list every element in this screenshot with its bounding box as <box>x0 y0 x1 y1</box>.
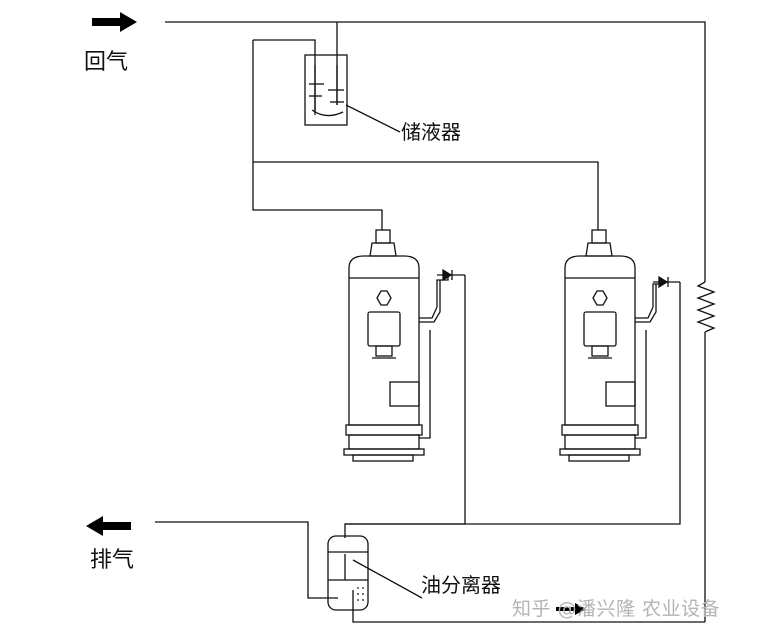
discharge-piping <box>155 275 705 623</box>
return-gas-label: 回气 <box>84 50 129 75</box>
watermark-text: 知乎 @潘兴隆 农业设备 <box>512 598 721 620</box>
heater-zigzag <box>696 281 716 333</box>
check-valve-1 <box>437 268 465 282</box>
oil-separator <box>327 535 423 611</box>
oil-separator-label: 油分离器 <box>421 573 501 597</box>
suction-line <box>165 21 706 622</box>
compressor-1 <box>343 229 449 462</box>
liquid-receiver <box>304 54 401 133</box>
return-arrow-icon <box>92 12 137 32</box>
discharge-arrow-icon <box>86 516 131 536</box>
liquid-receiver-label: 储液器 <box>401 120 461 144</box>
check-valve-2 <box>653 275 680 289</box>
oil-separator-dots <box>357 587 364 601</box>
compressor-2 <box>559 229 662 462</box>
bottom-flow-arrow-icon <box>556 603 586 615</box>
discharge-gas-label: 排气 <box>90 548 135 573</box>
